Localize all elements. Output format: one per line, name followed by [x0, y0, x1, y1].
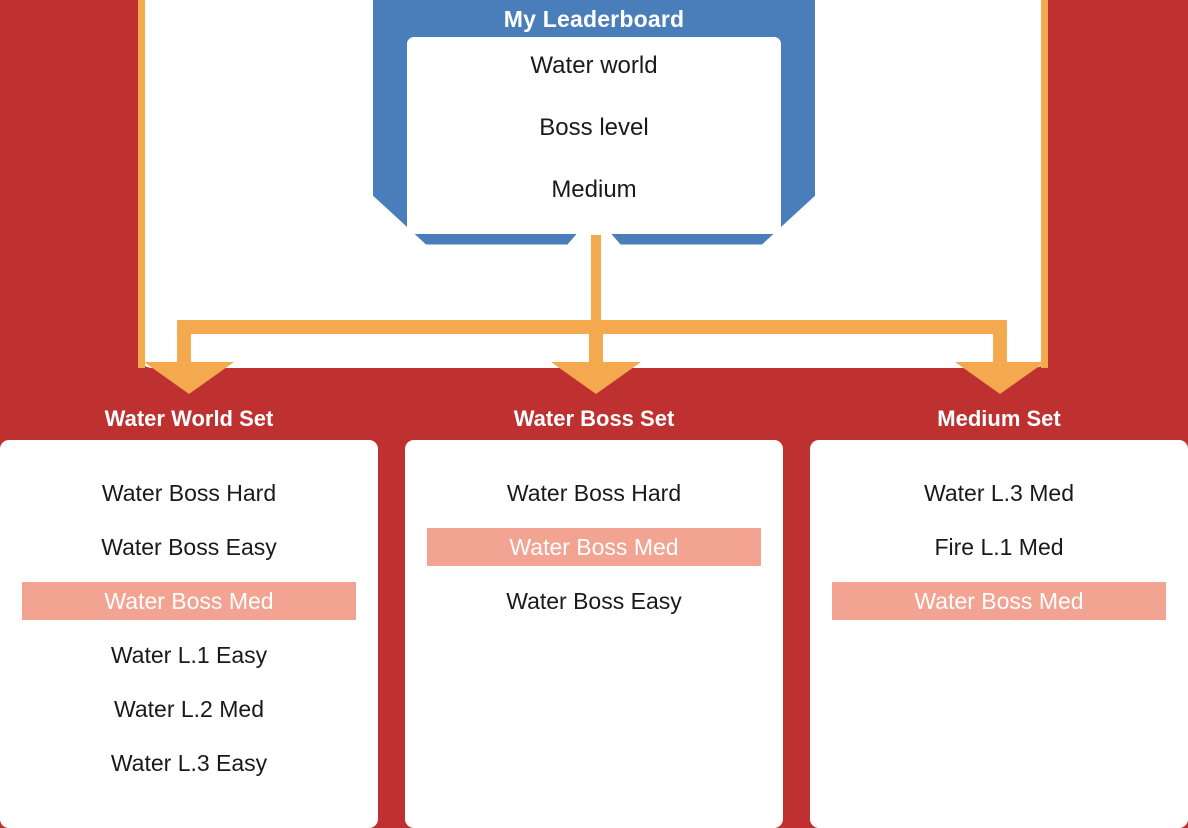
set-column-water-boss: Water Boss Set Water Boss Hard Water Bos… [405, 398, 783, 828]
set-list-item-highlighted[interactable]: Water Boss Med [832, 582, 1166, 620]
set-list-item[interactable]: Water Boss Hard [506, 480, 682, 506]
leaderboard-banner[interactable]: My Leaderboard Water world Boss level Me… [373, 0, 815, 275]
set-list-item[interactable]: Water Boss Easy [101, 534, 277, 560]
connector-drop-right [993, 320, 1007, 370]
connector-rail-left [138, 0, 145, 368]
connector-drop-center [589, 320, 603, 372]
arrow-down-icon-right [955, 362, 1045, 394]
set-list-item-highlighted[interactable]: Water Boss Med [427, 528, 761, 566]
banner-criteria-item: Water world [530, 52, 658, 79]
connector-stem-center [591, 235, 601, 335]
connector-rail-right [1041, 0, 1048, 368]
set-title: Medium Set [937, 406, 1061, 431]
connector-drop-left [177, 320, 191, 370]
set-columns: Water World Set Water Boss Hard Water Bo… [0, 398, 1188, 828]
set-card[interactable]: Water L.3 Med Fire L.1 Med Water Boss Me… [810, 440, 1188, 828]
set-card[interactable]: Water Boss Hard Water Boss Med Water Bos… [405, 440, 783, 828]
set-list-item[interactable]: Water L.3 Easy [110, 750, 268, 776]
arrow-down-icon-left [144, 362, 234, 394]
set-column-water-world: Water World Set Water Boss Hard Water Bo… [0, 398, 378, 828]
arrow-down-icon-center [551, 362, 641, 394]
set-card[interactable]: Water Boss Hard Water Boss Easy Water Bo… [0, 440, 378, 828]
set-list-item[interactable]: Water L.3 Med [924, 480, 1074, 506]
banner-title: My Leaderboard [503, 6, 685, 32]
set-list-item[interactable]: Fire L.1 Med [934, 534, 1064, 560]
banner-criteria-item: Boss level [539, 114, 649, 141]
set-list-item-highlighted[interactable]: Water Boss Med [22, 582, 356, 620]
set-column-medium: Medium Set Water L.3 Med Fire L.1 Med Wa… [810, 398, 1188, 828]
set-list-item[interactable]: Water Boss Easy [506, 588, 682, 614]
set-list-item[interactable]: Water L.2 Med [114, 696, 264, 722]
set-title: Water Boss Set [513, 406, 675, 431]
banner-criteria-list: Water world Boss level Medium [407, 37, 781, 234]
set-list-item[interactable]: Water Boss Hard [101, 480, 277, 506]
banner-criteria-item: Medium [551, 176, 637, 203]
set-list-item[interactable]: Water L.1 Easy [110, 642, 268, 668]
set-title: Water World Set [104, 406, 274, 431]
